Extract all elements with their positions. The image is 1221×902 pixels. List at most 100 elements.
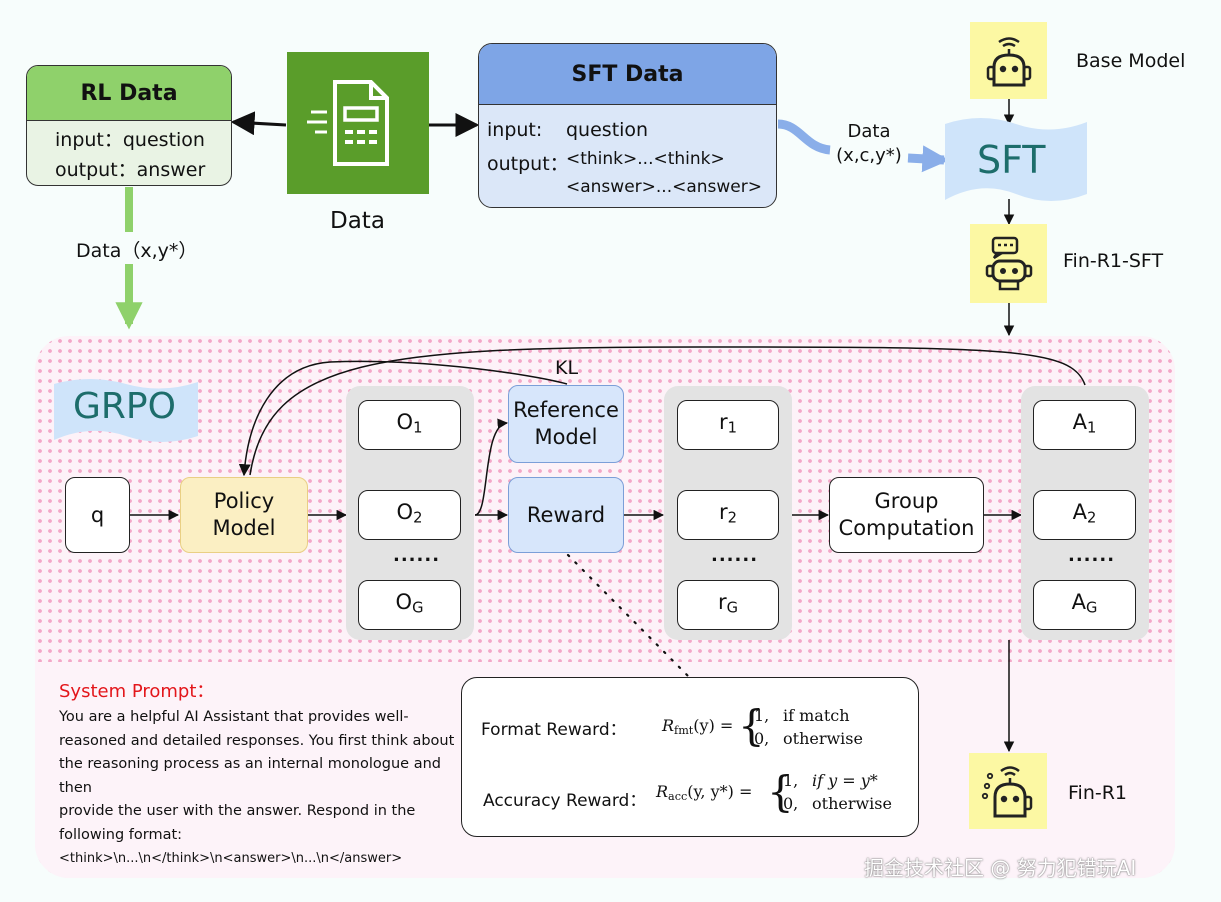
reward-box: Reward — [508, 477, 624, 553]
sft-arrow-label: Data (x,c,y*) — [832, 120, 906, 168]
format-reward-arg: (y) = — [693, 716, 734, 735]
format-reward-sub: fmt — [674, 723, 694, 737]
rewards-ellipsis: ...... — [711, 545, 759, 566]
fin-r1-sft-label: Fin-R1-SFT — [1063, 250, 1164, 272]
sft-arrow-label-line1: Data — [847, 121, 891, 142]
format-reward-formula: Rfmt(y) = — [662, 716, 733, 737]
reward-r1-sub: 1 — [727, 419, 737, 437]
group-computation-box: Group Computation — [829, 477, 984, 553]
accuracy-reward-arg: (y, y*) = — [687, 782, 753, 801]
reference-model-line2: Model — [534, 425, 598, 449]
sft-output-line2: <answer>...<answer> — [566, 177, 762, 197]
accuracy-reward-case1-cond: if y = y* — [812, 771, 878, 790]
sft-output-key: output： — [487, 153, 569, 175]
output-og-box: OG — [358, 580, 461, 630]
accuracy-reward-brace: { — [767, 767, 794, 816]
watermark-text: 掘金技术社区 @ 努力犯错玩AI — [864, 856, 1137, 880]
policy-model-line2: Model — [212, 516, 276, 540]
sft-input-key: input: — [487, 119, 543, 141]
rl-data-output: output：answer — [55, 159, 206, 181]
output-o1-box: O1 — [358, 400, 461, 450]
system-prompt-text: You are a helpful AI Assistant that prov… — [59, 706, 459, 871]
output-o1-sub: 1 — [413, 419, 423, 437]
sft-banner-shape — [945, 118, 1087, 201]
query-label: q — [90, 502, 105, 527]
sft-data-card: SFT Data input: question output： <think>… — [478, 43, 777, 208]
robot-icon — [986, 36, 1031, 86]
output-o2-sub: 2 — [413, 509, 423, 527]
sft-banner: SFT — [977, 138, 1046, 182]
reward-formula-box: Format Reward： Rfmt(y) = { 1, if match 0… — [461, 677, 919, 837]
accuracy-reward-case2-val: 0, — [783, 794, 799, 813]
group-computation-line2: Computation — [838, 516, 975, 540]
data-document-icon — [287, 52, 429, 194]
output-og-label: O — [395, 589, 413, 614]
advantages-ellipsis: ...... — [1068, 545, 1116, 566]
format-reward-label: Format Reward： — [481, 720, 627, 740]
system-prompt-line: <think>\n...\n</think>\n<answer>\n...\n<… — [59, 851, 403, 866]
outputs-ellipsis: ...... — [393, 545, 441, 566]
system-prompt-line: reasoned and detailed responses. You fir… — [59, 732, 455, 749]
sft-output-line1: <think>...<think> — [566, 149, 725, 169]
base-model-robot — [970, 22, 1047, 99]
format-reward-case1-val: 1, — [754, 706, 770, 725]
advantage-ag-label: A — [1071, 589, 1086, 614]
fin-r1-sft-robot — [970, 224, 1047, 303]
format-reward-case2-val: 0, — [754, 729, 770, 748]
robot-sparkle-icon — [981, 766, 1033, 818]
query-box: q — [65, 477, 130, 553]
reward-r2-label: r — [719, 499, 728, 524]
sft-input-val: question — [566, 119, 649, 141]
advantage-a1-label: A — [1072, 409, 1087, 434]
format-reward-lhs: R — [662, 716, 675, 735]
policy-model-box: Policy Model — [180, 477, 308, 553]
advantage-a2-sub: 2 — [1087, 509, 1097, 527]
rl-arrow-label: Data（x,y*） — [74, 236, 200, 263]
fin-r1-robot — [969, 753, 1047, 829]
accuracy-reward-lhs: R — [656, 782, 669, 801]
format-reward-case2-cond: otherwise — [783, 729, 863, 748]
advantage-ag-box: AG — [1033, 580, 1136, 630]
system-prompt-line: following format: — [59, 826, 183, 843]
reward-rg-box: rG — [677, 580, 779, 630]
reference-model-line1: Reference — [513, 398, 619, 422]
rl-data-input: input：question — [55, 129, 205, 151]
system-prompt-line: the reasoning process as an internal mon… — [59, 756, 441, 796]
advantage-a2-label: A — [1072, 499, 1087, 524]
reward-r2-sub: 2 — [727, 509, 737, 527]
grpo-banner-shape — [54, 379, 198, 442]
reward-label: Reward — [526, 502, 606, 527]
reward-r1-label: r — [719, 409, 728, 434]
advantage-a1-box: A1 — [1033, 400, 1136, 450]
format-reward-brace: { — [738, 701, 765, 750]
system-prompt-title: System Prompt： — [59, 681, 215, 702]
system-prompt-line: You are a helpful AI Assistant that prov… — [59, 709, 409, 725]
accuracy-reward-formula: Racc(y, y*) = — [656, 782, 752, 803]
output-o2-label: O — [396, 499, 414, 524]
reward-r2-box: r2 — [677, 490, 779, 540]
reward-r1-box: r1 — [677, 400, 779, 450]
group-computation-line1: Group — [874, 489, 939, 513]
reward-rg-sub: G — [726, 599, 739, 617]
rl-data-title: RL Data — [27, 66, 231, 121]
policy-model-line1: Policy — [213, 489, 275, 513]
accuracy-reward-case2-cond: otherwise — [812, 794, 892, 813]
accuracy-reward-sub: acc — [668, 789, 688, 803]
output-o2-box: O2 — [358, 490, 461, 540]
format-reward-case1-cond: if match — [783, 706, 850, 725]
kl-label: KL — [555, 357, 579, 379]
rl-data-card: RL Data input：question output：answer — [26, 65, 232, 186]
advantage-ag-sub: G — [1085, 599, 1098, 617]
system-prompt-line: provide the user with the answer. Respon… — [59, 803, 416, 819]
data-icon-label: Data — [330, 208, 385, 234]
accuracy-reward-label: Accuracy Reward： — [483, 791, 647, 811]
advantage-a1-sub: 1 — [1087, 419, 1097, 437]
reference-model-box: Reference Model — [508, 385, 624, 463]
base-model-label: Base Model — [1076, 50, 1186, 72]
reward-rg-label: r — [717, 589, 727, 614]
output-o1-label: O — [396, 409, 414, 434]
chat-robot-icon — [985, 236, 1032, 290]
sft-arrow-label-line2: (x,c,y*) — [836, 145, 902, 166]
grpo-banner: GRPO — [73, 386, 176, 427]
